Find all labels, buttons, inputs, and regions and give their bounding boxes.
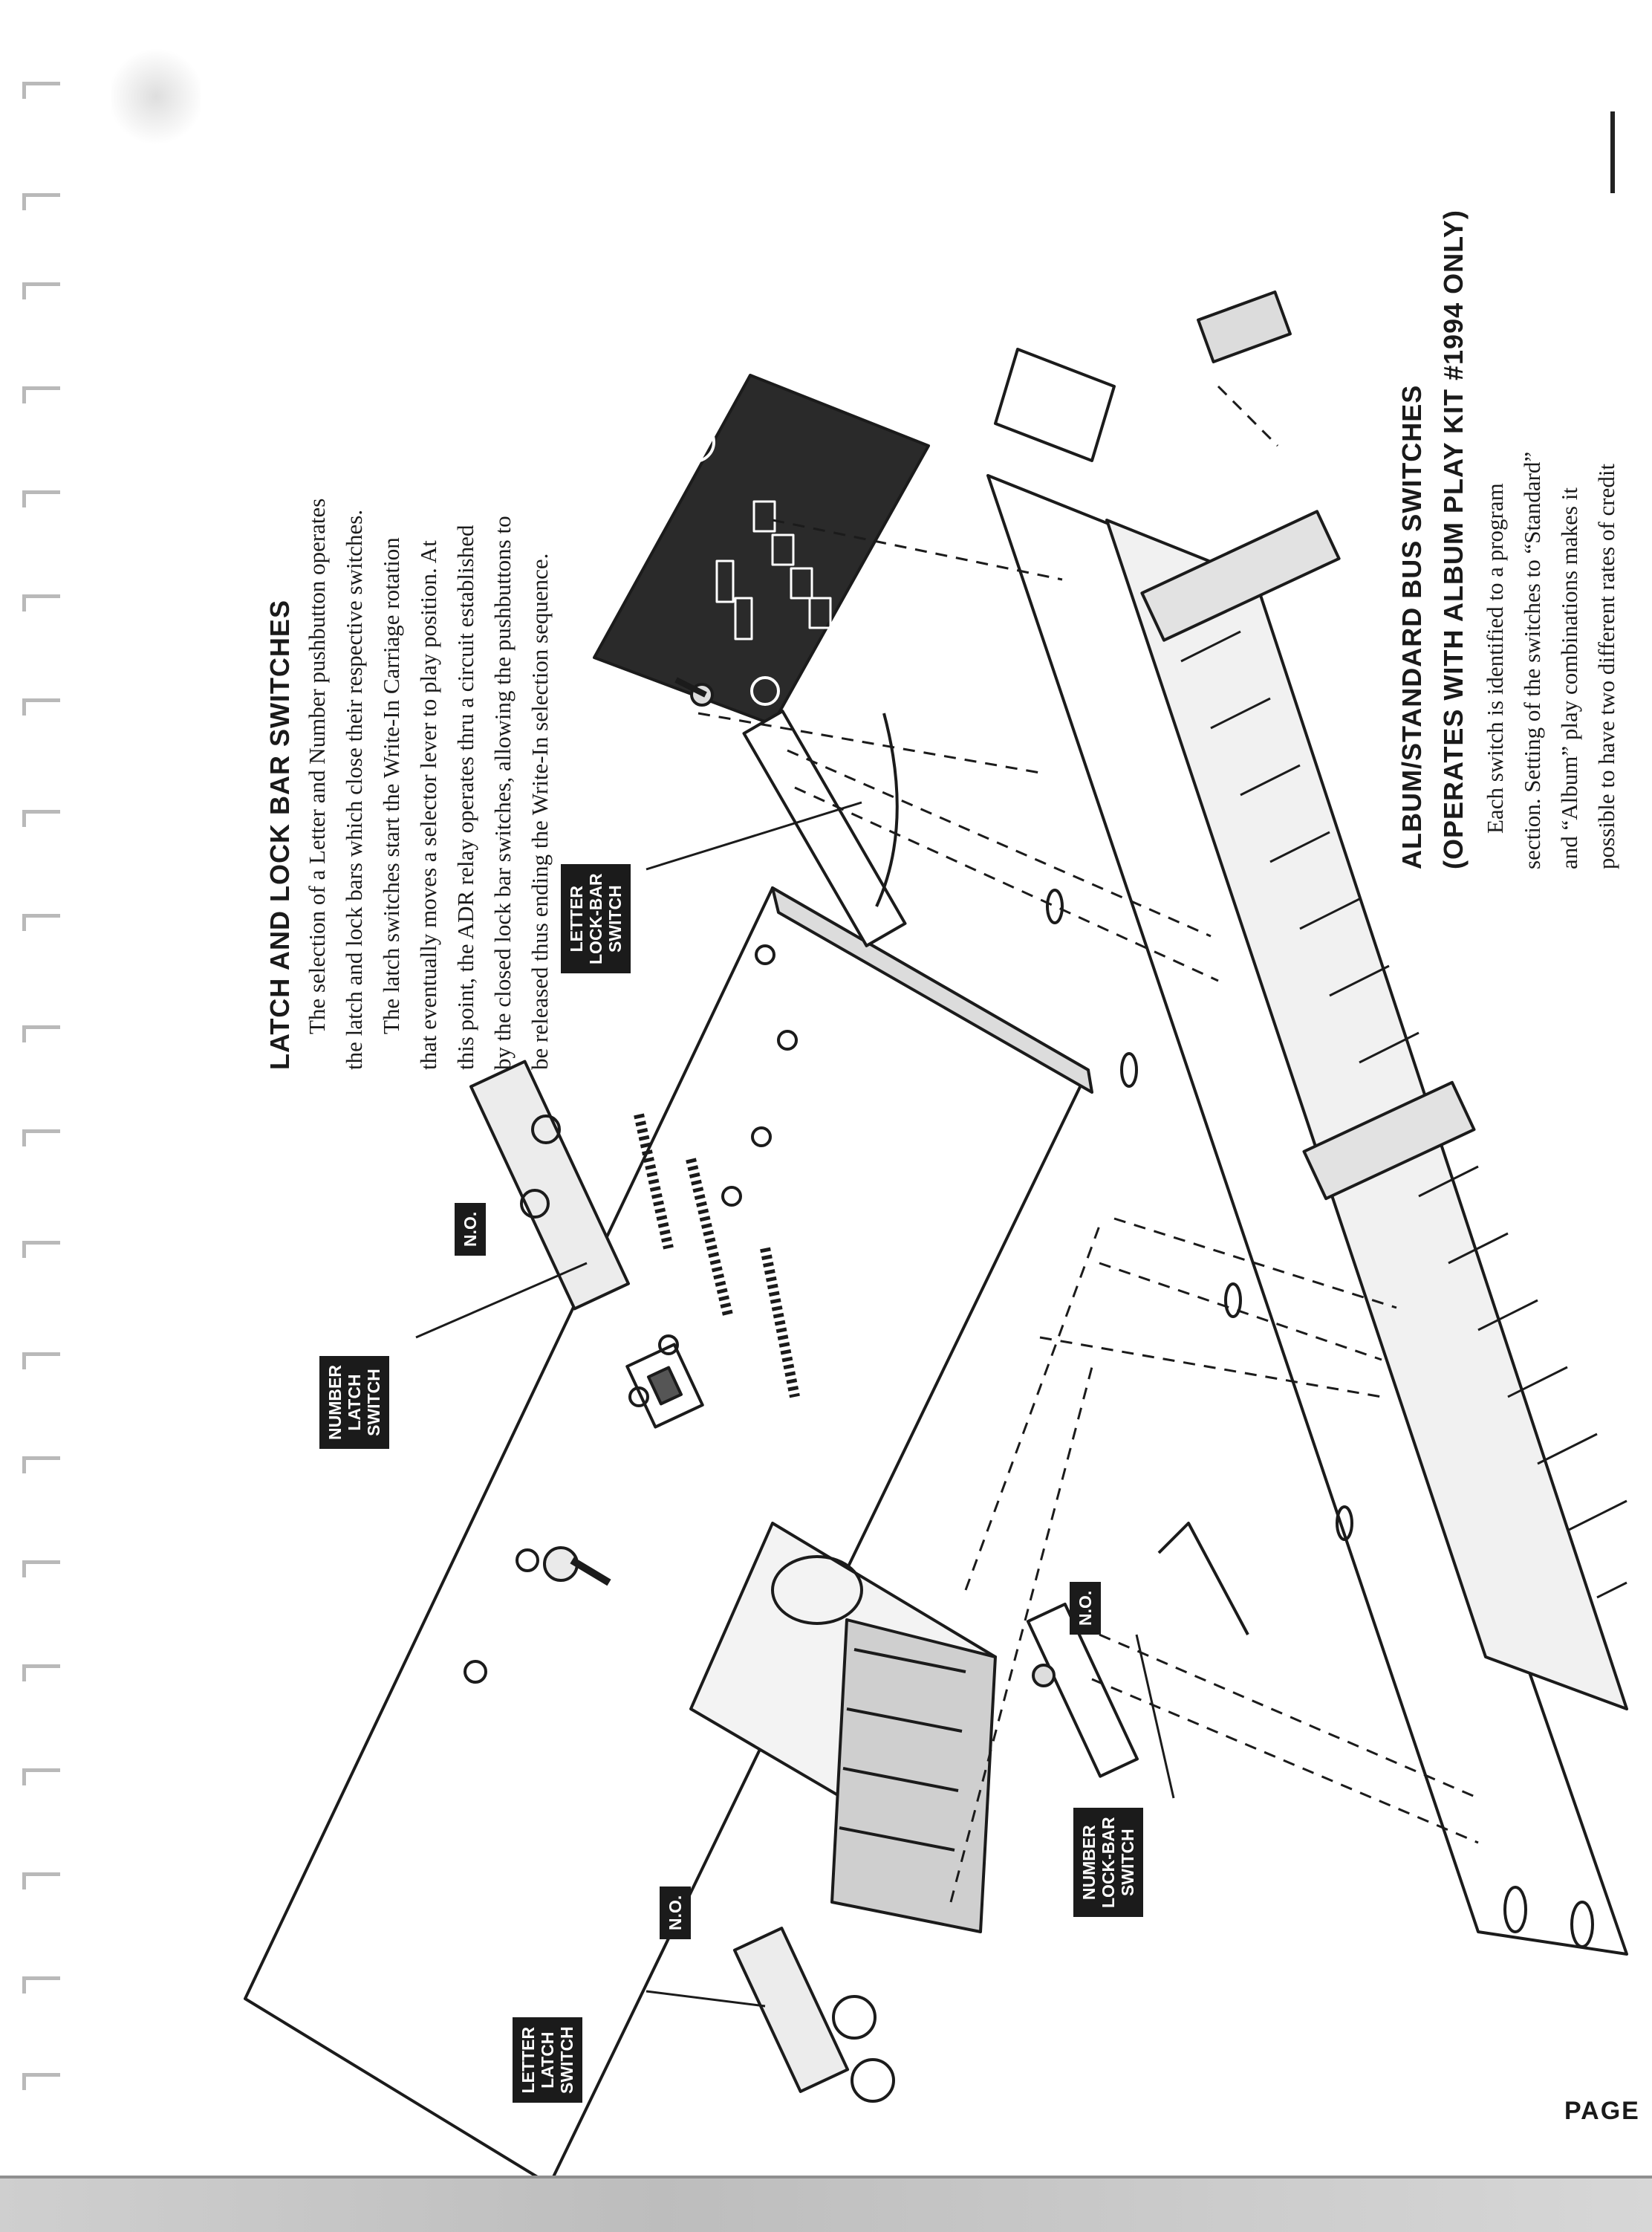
margin-tick xyxy=(22,1025,60,1042)
section-subheading-album-play-kit: (OPERATES WITH ALBUM PLAY KIT #1994 ONLY… xyxy=(1438,210,1469,869)
callout-line: LETTER xyxy=(567,885,586,953)
callout-line: LOCK-BAR xyxy=(1099,1817,1118,1908)
paragraph-line: by the closed lock bar switches, allowin… xyxy=(490,516,516,1070)
margin-tick xyxy=(22,698,60,716)
paragraph-line: be released thus ending the Write-In sel… xyxy=(527,553,553,1070)
callout-line: N.O. xyxy=(1076,1590,1095,1626)
paragraph-line: section. Setting of the switches to “Sta… xyxy=(1519,451,1545,869)
margin-tick xyxy=(22,1768,60,1785)
mounting-plate xyxy=(244,886,1090,2186)
margin-tick xyxy=(22,1872,60,1889)
margin-tick xyxy=(22,1664,60,1681)
scan-bottom-band xyxy=(0,2176,1652,2232)
callout-line: SWITCH xyxy=(1118,1829,1137,1897)
margin-tick xyxy=(22,282,60,299)
paragraph-line: and “Album” play combinations makes it xyxy=(1556,487,1582,869)
callout-number-latch-switch: NUMBER LATCH SWITCH xyxy=(319,1356,389,1449)
callout-line: SWITCH xyxy=(557,2026,576,2094)
margin-tick xyxy=(22,386,60,403)
paragraph-line: this point, the ADR relay operates thru … xyxy=(452,525,478,1070)
margin-tick xyxy=(22,1976,60,1993)
callout-line: N.O. xyxy=(666,1895,685,1930)
margin-tick xyxy=(22,1456,60,1473)
switch-circuit-board xyxy=(593,374,930,726)
margin-tick xyxy=(22,490,60,507)
callout-line: LATCH xyxy=(345,1374,364,1431)
callout-no-upper: N.O. xyxy=(455,1202,486,1256)
margin-tick xyxy=(22,2073,60,2090)
paragraph-line: Each switch is identified to a program xyxy=(1482,483,1508,834)
paragraph-line: that eventually moves a selector lever t… xyxy=(415,540,441,1070)
callout-no-middle: N.O. xyxy=(1070,1581,1101,1635)
scan-smudge xyxy=(111,45,201,149)
page-label: PAGE xyxy=(1564,2097,1640,2125)
margin-tick xyxy=(22,1129,60,1146)
callout-line: N.O. xyxy=(461,1211,480,1247)
margin-tick xyxy=(22,193,60,210)
margin-tick xyxy=(22,82,60,99)
margin-tick xyxy=(22,1560,60,1577)
callout-number-lock-bar-switch: NUMBER LOCK-BAR SWITCH xyxy=(1073,1808,1143,1917)
callout-line: NUMBER xyxy=(325,1365,345,1440)
margin-tick xyxy=(22,914,60,931)
edge-rule xyxy=(1610,111,1615,193)
section-heading-latch-lock-bar: LATCH AND LOCK BAR SWITCHES xyxy=(264,600,295,1070)
callout-letter-lock-bar-switch: LETTER LOCK-BAR SWITCH xyxy=(561,864,631,973)
callout-line: LETTER xyxy=(518,2026,538,2094)
callout-line: SWITCH xyxy=(605,885,625,953)
latch-lock-bar-paragraph: The selection of a Letter and Number pus… xyxy=(299,499,559,1070)
paragraph-line: the latch and lock bars which close thei… xyxy=(341,509,367,1070)
paragraph-line: possible to have two different rates of … xyxy=(1593,463,1619,869)
margin-tick xyxy=(22,1241,60,1258)
latch-lock-bar-section: LATCH AND LOCK BAR SWITCHES The selectio… xyxy=(264,499,559,1070)
callout-line: LATCH xyxy=(538,2031,557,2089)
callout-line: NUMBER xyxy=(1079,1825,1099,1901)
album-standard-paragraph: Each switch is identified to a program s… xyxy=(1477,210,1625,869)
callout-letter-latch-switch: LETTER LATCH SWITCH xyxy=(513,2017,582,2103)
callout-no-lower: N.O. xyxy=(660,1886,691,1939)
section-heading-album-standard: ALBUM/STANDARD BUS SWITCHES xyxy=(1396,384,1427,869)
margin-tick xyxy=(22,1352,60,1369)
margin-tick xyxy=(22,810,60,827)
paragraph-line: The selection of a Letter and Number pus… xyxy=(304,498,330,1034)
callout-line: SWITCH xyxy=(364,1369,383,1436)
margin-tick xyxy=(22,594,60,611)
album-standard-section: ALBUM/STANDARD BUS SWITCHES (OPERATES WI… xyxy=(1396,210,1625,869)
callout-line: LOCK-BAR xyxy=(586,873,605,964)
paragraph-line: The latch switches start the Write-In Ca… xyxy=(378,537,404,1034)
